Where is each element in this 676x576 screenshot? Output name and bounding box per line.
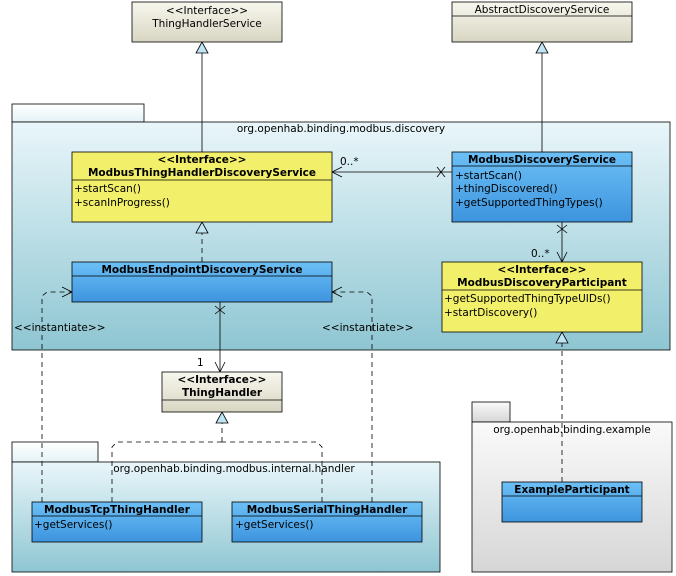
multiplicity-label-2: 0..*	[531, 248, 550, 260]
class-name: ThingHandler	[182, 387, 263, 399]
class-name: ModbusDiscoveryService	[468, 154, 616, 166]
package-discovery-label: org.openhab.binding.modbus.discovery	[237, 123, 445, 135]
class-method: +getServices()	[34, 519, 113, 531]
class-modbus-tcp-thing-handler: ModbusTcpThingHandler +getServices()	[31, 501, 203, 543]
class-name: ThingHandlerService	[151, 18, 261, 30]
class-modbus-endpoint-discovery-service: ModbusEndpointDiscoveryService	[71, 261, 333, 303]
class-name: ModbusDiscoveryParticipant	[457, 277, 627, 289]
class-method: +startDiscovery()	[444, 307, 537, 319]
package-handler-label: org.openhab.binding.modbus.internal.hand…	[113, 463, 355, 475]
instantiate-label-left: <<instantiate>>	[14, 322, 106, 334]
class-name: AbstractDiscoveryService	[475, 4, 610, 16]
instantiate-label-right: <<instantiate>>	[322, 322, 414, 334]
edge-association-participants: 0..*	[531, 222, 568, 263]
class-modbus-thing-handler-discovery-service: <<Interface>> ModbusThingHandlerDiscover…	[71, 151, 333, 223]
class-name: ModbusEndpointDiscoveryService	[101, 264, 302, 276]
class-method: +scanInProgress()	[74, 197, 170, 209]
class-thing-handler: <<Interface>> ThingHandler	[161, 371, 283, 413]
edge-realization-endpointDiscovery	[195, 221, 209, 262]
class-method: +startScan()	[455, 170, 522, 182]
edge-realization-exampleParticipant	[555, 331, 569, 482]
class-modbus-discovery-service: ModbusDiscoveryService +startScan() +thi…	[451, 151, 633, 223]
class-stereotype: <<Interface>>	[166, 5, 248, 17]
edge-instantiate-serial: <<instantiate>>	[322, 286, 414, 502]
class-stereotype: <<Interface>>	[158, 154, 247, 166]
class-name: ExampleParticipant	[514, 484, 629, 496]
class-method: +getServices()	[235, 519, 314, 531]
edge-generalization-abstractDiscoveryService	[535, 41, 549, 152]
class-name: ModbusThingHandlerDiscoveryService	[88, 167, 316, 179]
class-stereotype: <<Interface>>	[498, 264, 587, 276]
class-name: ModbusTcpThingHandler	[44, 504, 191, 516]
class-modbus-discovery-participant: <<Interface>> ModbusDiscoveryParticipant…	[441, 261, 643, 333]
class-example-participant: ExampleParticipant	[501, 481, 643, 523]
class-method: +getSupportedThingTypes()	[455, 197, 603, 209]
multiplicity-label-3: 1	[197, 357, 204, 369]
class-modbus-serial-thing-handler: ModbusSerialThingHandler +getServices()	[231, 501, 423, 543]
class-method: +thingDiscovered()	[455, 183, 558, 195]
edge-realization-thingHandler	[111, 411, 323, 502]
edge-association-thingHandlerDiscoveryServices: 0..*	[331, 156, 452, 178]
package-example-label: org.openhab.binding.example	[493, 424, 651, 436]
edge-association-thingHandler: 1	[197, 302, 226, 373]
class-method: +startScan()	[74, 183, 141, 195]
class-name: ModbusSerialThingHandler	[247, 504, 408, 516]
class-method: +getSupportedThingTypeUIDs()	[444, 293, 611, 305]
class-stereotype: <<Interface>>	[178, 374, 267, 386]
class-abstract-discovery-service: AbstractDiscoveryService	[451, 1, 633, 43]
multiplicity-label-1: 0..*	[340, 156, 359, 168]
class-thing-handler-service: <<Interface>> ThingHandlerService	[131, 1, 283, 43]
edge-generalization-thingHandlerService	[195, 41, 209, 152]
